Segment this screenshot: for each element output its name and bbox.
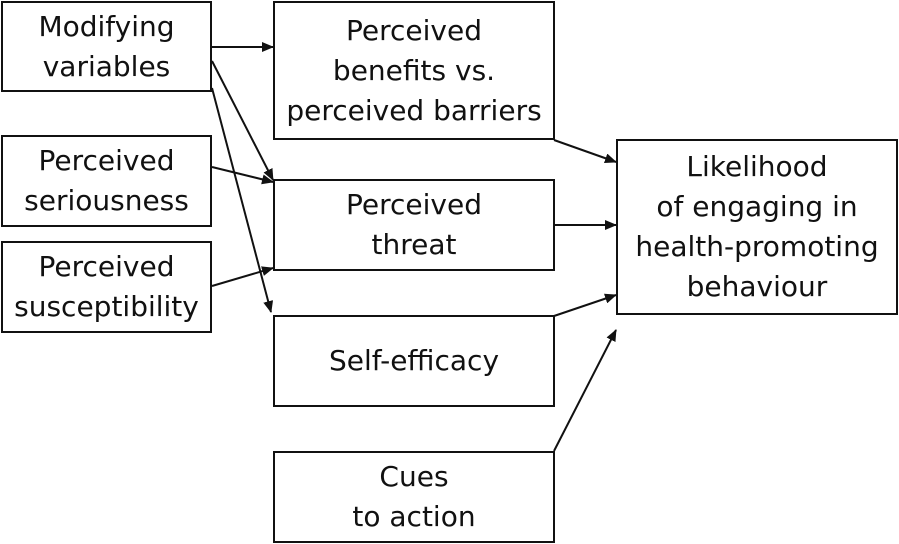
self-efficacy-box: Self-efficacy — [273, 315, 555, 407]
cues-to-action-box: Cues to action — [273, 451, 555, 543]
self-efficacy-label: Self-efficacy — [328, 344, 500, 377]
perceived-benefits-box: Perceived benefits vs. perceived barrier… — [273, 1, 555, 140]
arrow-modifying-variables-to-perceived-threat — [211, 60, 274, 181]
modifying-variables-box: Modifying variables — [1, 1, 212, 92]
perceived-susceptibility-box: Perceived susceptibility — [1, 241, 212, 333]
perceived-threat-box: Perceived threat — [273, 179, 555, 271]
likelihood-label: Likelihood of engaging in health-promoti… — [635, 150, 879, 303]
perceived-benefits-label: Perceived benefits vs. perceived barrier… — [286, 13, 542, 127]
arrow-perceived-seriousness-to-perceived-threat — [211, 166, 274, 185]
arrow-perceived-benefits-to-likelihood — [553, 139, 617, 164]
perceived-threat-label: Perceived threat — [346, 188, 482, 261]
arrow-self-efficacy-to-likelihood — [553, 293, 617, 317]
perceived-seriousness-label: Perceived seriousness — [24, 144, 189, 217]
perceived-susceptibility-label: Perceived susceptibility — [14, 250, 199, 323]
modifying-variables-label: Modifying variables — [38, 9, 175, 83]
cues-to-action-label: Cues to action — [352, 460, 476, 533]
perceived-seriousness-box: Perceived seriousness — [1, 135, 212, 227]
arrow-modifying-variables-to-self-efficacy — [211, 87, 274, 313]
likelihood-box: Likelihood of engaging in health-promoti… — [616, 139, 898, 315]
arrow-cues-to-action-to-likelihood — [553, 329, 617, 452]
arrow-perceived-susceptibility-to-perceived-threat — [211, 266, 274, 287]
